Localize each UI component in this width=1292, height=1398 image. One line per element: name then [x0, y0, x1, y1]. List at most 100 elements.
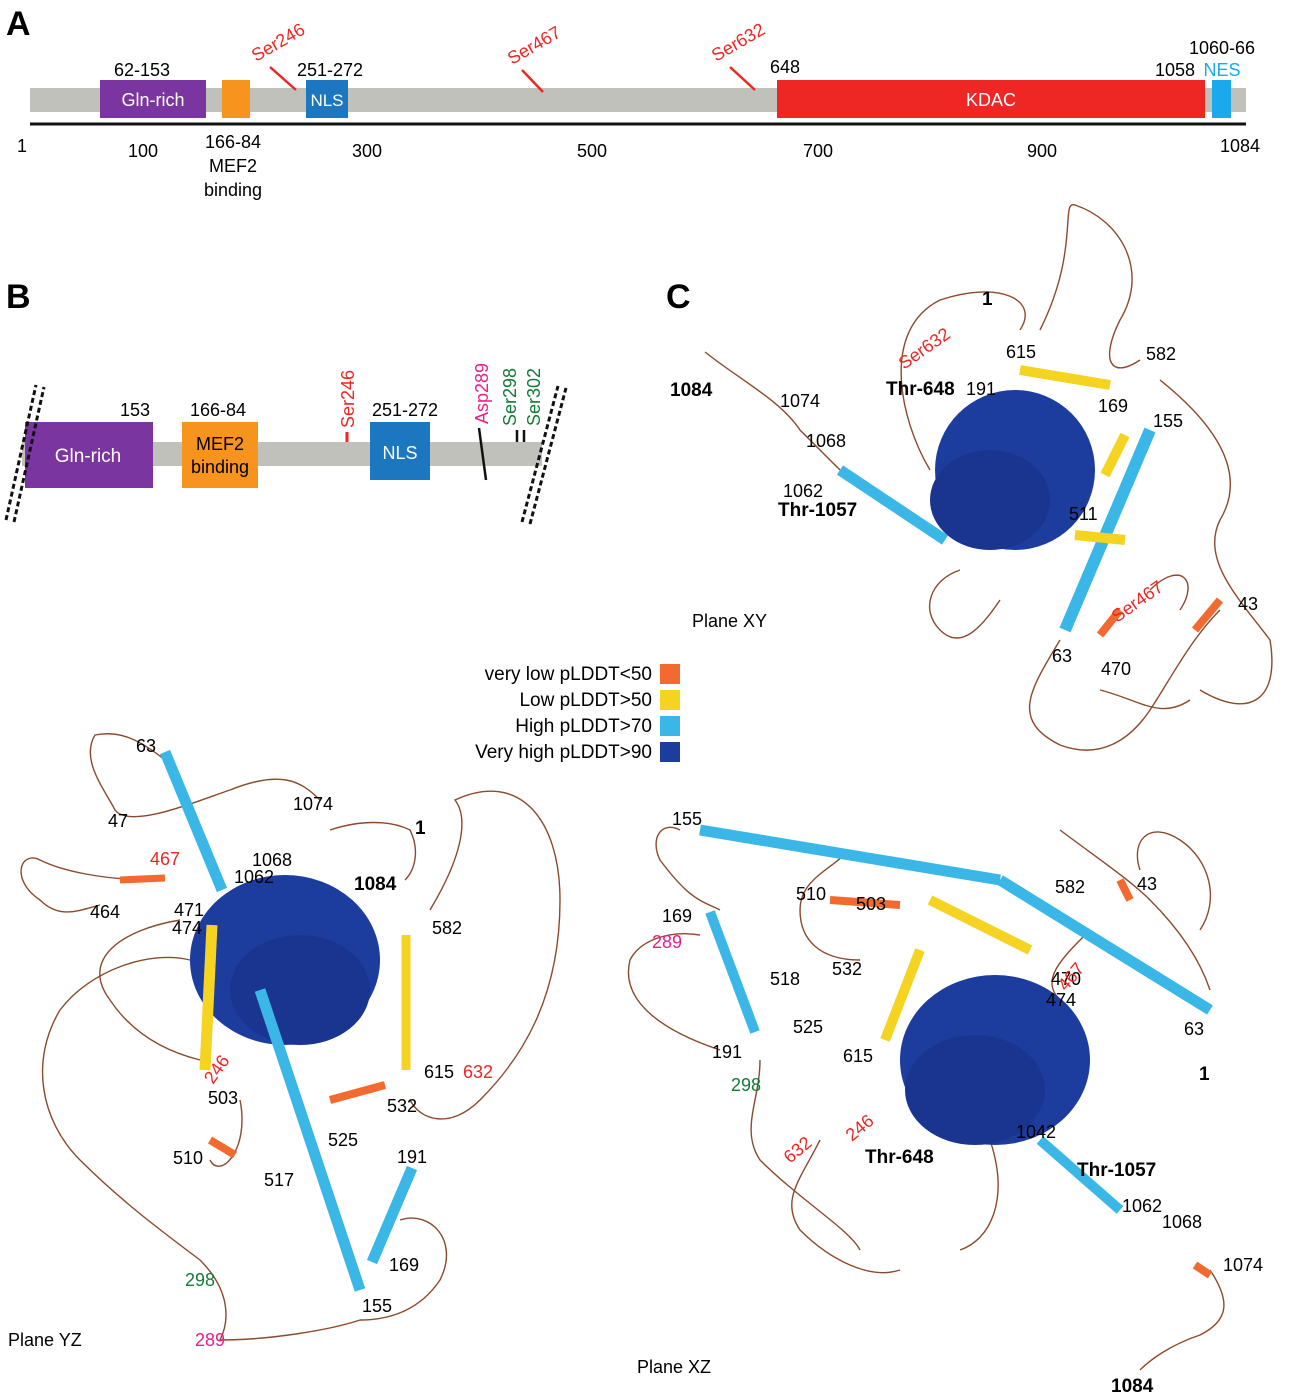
kdac-label: KDAC: [966, 90, 1016, 110]
label-474: 474: [172, 918, 202, 938]
helix-169: [1100, 432, 1130, 478]
ser298-label: Ser298: [500, 368, 520, 426]
nls-domain: [370, 422, 430, 480]
legend-swatch: [660, 690, 680, 710]
mef2-binding-domain: [182, 422, 258, 488]
label-474: 474: [1046, 990, 1076, 1010]
segment-470: [1096, 607, 1124, 638]
long-helix: [254, 988, 366, 1292]
axis-tick-label: 500: [577, 141, 607, 161]
c-terminal-helix: [836, 465, 949, 545]
legend-label: Very high pLDDT>90: [475, 742, 652, 763]
label-1084: 1084: [670, 380, 713, 401]
legend-label: very low pLDDT<50: [485, 664, 652, 685]
panel-plane-xz: 155 169 510 503 582 43 518 532 474 470 6…: [627, 809, 1263, 1397]
label-1084: 1084: [354, 874, 397, 895]
panel-c: C 1 1084 1074 1068 1062 Thr-1057 Thr-648…: [666, 204, 1273, 751]
break-mark-left: [4, 384, 46, 523]
panel-b: B Gln-rich MEF2 binding NLS 153 166-84 2…: [4, 278, 568, 525]
ser246-label: Ser246: [338, 370, 358, 428]
legend-swatch: [660, 664, 680, 684]
plane-xz-label: Plane XZ: [637, 1357, 711, 1377]
label-191: 191: [966, 379, 996, 399]
long-helix: [1059, 427, 1156, 633]
gln-rich-label: Gln-rich: [55, 446, 122, 467]
label-thr-1057: Thr-1057: [778, 500, 857, 521]
nls-range-label: 251-272: [372, 400, 438, 420]
plane-yz-label: Plane YZ: [8, 1330, 82, 1350]
label-1062: 1062: [1122, 1196, 1162, 1216]
segment-510: [207, 1136, 238, 1159]
label-155: 155: [1153, 411, 1183, 431]
axis-tick-label: 300: [352, 141, 382, 161]
label-470: 470: [1051, 969, 1081, 989]
panel-plane-yz: 63 47 1074 1 1068 1062 1084 464 471 474 …: [8, 733, 561, 1350]
nes-range-label: 1060-66: [1189, 38, 1255, 58]
mef2-word-label: MEF2: [209, 156, 257, 176]
label-1074: 1074: [1223, 1255, 1263, 1275]
legend-swatch: [660, 742, 680, 762]
nes-label: NES: [1203, 60, 1240, 80]
label-1: 1: [415, 818, 426, 839]
asp289-marker: [477, 427, 488, 481]
label-43: 43: [1137, 874, 1157, 894]
axis-end-label: 1084: [1220, 136, 1260, 156]
segment-532: [328, 1081, 387, 1104]
coil-loops: [627, 826, 1225, 1371]
label-169: 169: [389, 1255, 419, 1275]
gln-rich-label: Gln-rich: [121, 90, 184, 110]
label-470: 470: [1101, 659, 1131, 679]
kdac-core-structure: [930, 450, 1050, 550]
label-43: 43: [1238, 594, 1258, 614]
helix-yellow: [880, 948, 925, 1042]
label-615: 615: [1006, 342, 1036, 362]
ser632-marker: [729, 66, 756, 91]
ser467-label: Ser467: [504, 22, 564, 68]
label-169: 169: [662, 906, 692, 926]
label-1062: 1062: [783, 481, 823, 501]
label-289: 289: [195, 1330, 225, 1350]
panel-a-letter: A: [6, 5, 31, 43]
plane-xy-label: Plane XY: [692, 611, 767, 631]
gln-rich-domain: [100, 80, 206, 118]
axis-tick-label: 100: [128, 141, 158, 161]
label-47: 47: [108, 811, 128, 831]
label-246: 246: [842, 1110, 878, 1145]
label-298: 298: [185, 1270, 215, 1290]
label-155: 155: [362, 1296, 392, 1316]
asp289-label: Asp289: [472, 363, 492, 424]
gln-end-label: 153: [120, 400, 150, 420]
nls-label: NLS: [310, 91, 343, 110]
gln-range-label: 62-153: [114, 60, 170, 80]
panel-c-letter: C: [666, 278, 691, 316]
mef2-binding-label: binding: [191, 457, 249, 477]
label-289: 289: [652, 932, 682, 952]
ser467-marker: [521, 69, 544, 93]
gln-rich-domain: [25, 422, 153, 488]
label-1062: 1062: [234, 867, 274, 887]
label-1084: 1084: [1111, 1376, 1154, 1397]
label-503: 503: [856, 894, 886, 914]
helix-169: [366, 1165, 418, 1265]
kdac-core-structure: [905, 1035, 1045, 1145]
label-518: 518: [770, 969, 800, 989]
panel-b-letter: B: [6, 278, 31, 316]
legend-swatch: [660, 716, 680, 736]
label-632: 632: [463, 1062, 493, 1082]
c-terminal-helix: [1036, 1136, 1124, 1214]
label-thr-1057: Thr-1057: [1077, 1160, 1156, 1181]
label-1: 1: [982, 289, 993, 310]
label-191: 191: [712, 1042, 742, 1062]
label-63: 63: [1052, 646, 1072, 666]
helix-155: [699, 824, 1001, 886]
label-510: 510: [796, 884, 826, 904]
helix-169: [705, 910, 760, 1034]
legend-label: Low pLDDT>50: [519, 690, 652, 711]
mef2-binding-domain: [222, 80, 250, 118]
label-467: 467: [150, 849, 180, 869]
label-532: 532: [387, 1096, 417, 1116]
nls-label: NLS: [382, 443, 417, 463]
label-191: 191: [397, 1147, 427, 1167]
label-1074: 1074: [293, 794, 333, 814]
